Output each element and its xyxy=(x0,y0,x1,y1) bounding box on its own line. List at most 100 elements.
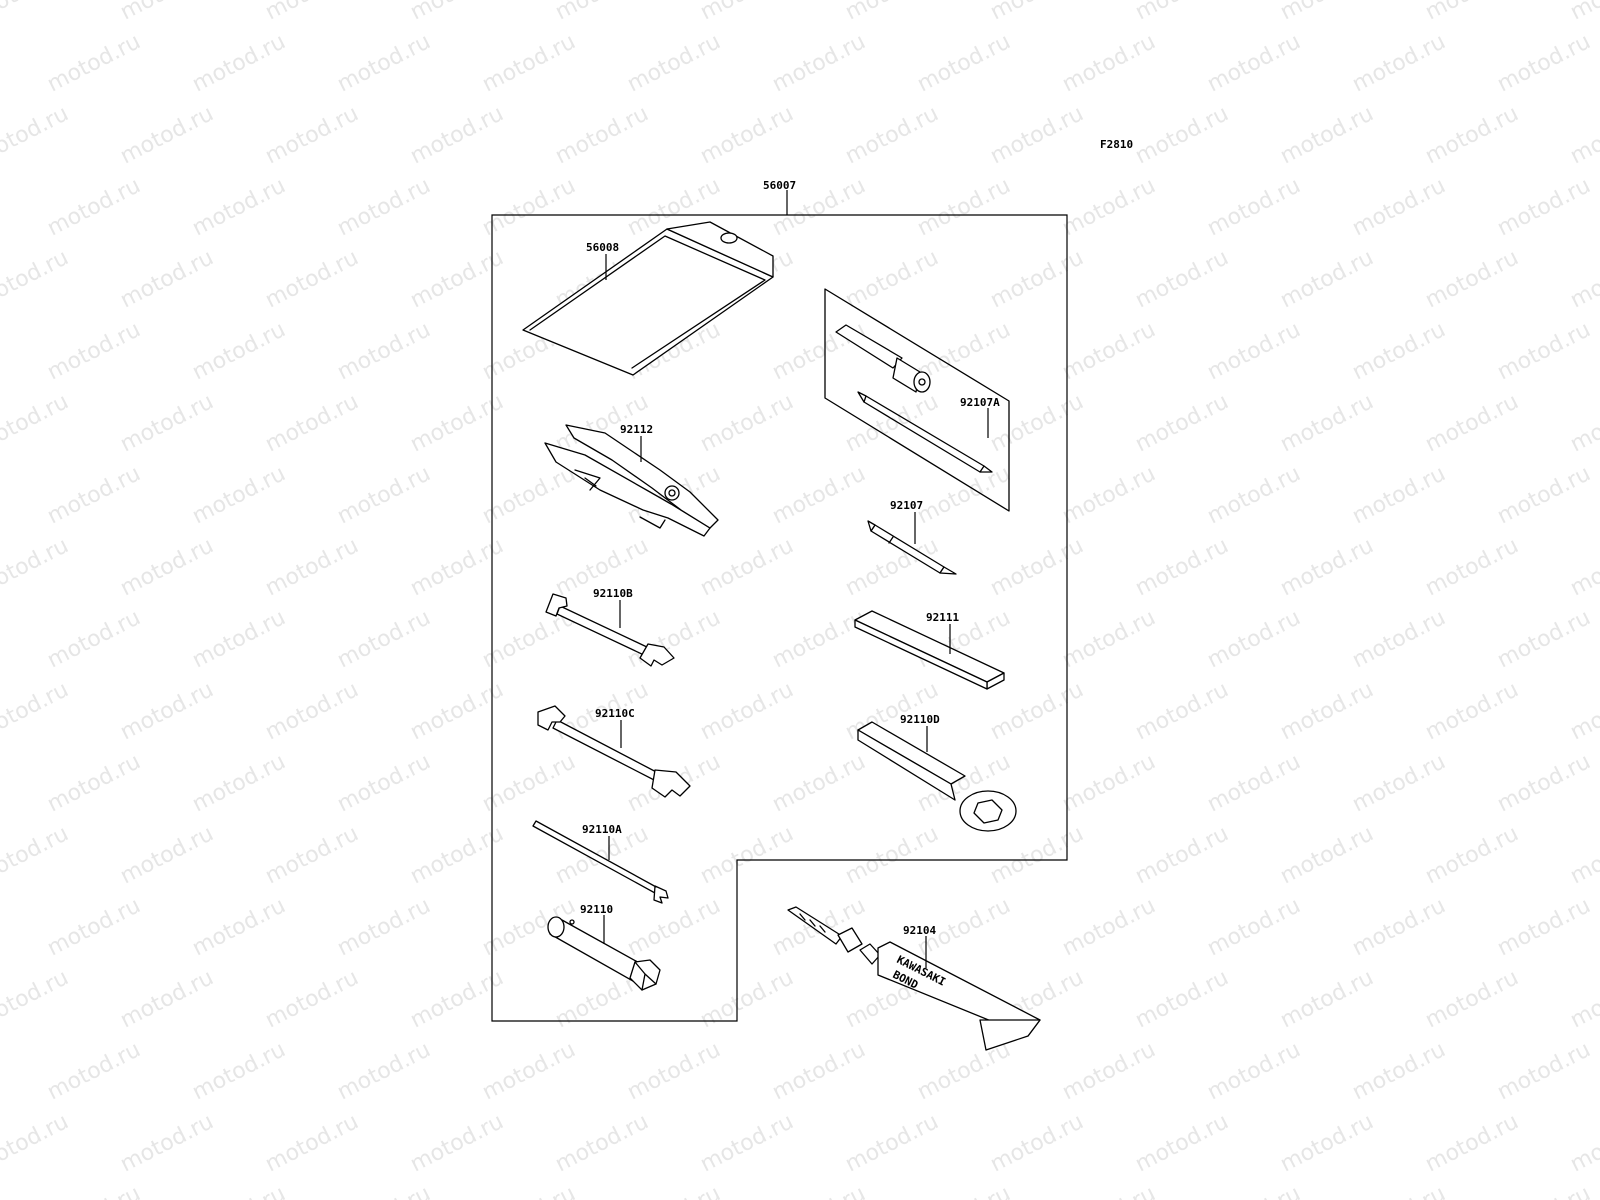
watermark-text: motod.ru xyxy=(1203,1181,1304,1200)
watermark-text: motod.ru xyxy=(768,1037,869,1105)
bond-tube: KAWASAKI BOND xyxy=(787,906,1041,1051)
label-kit[interactable]: 56007 xyxy=(763,179,796,192)
watermark-text: motod.ru xyxy=(43,1037,144,1105)
watermark-text: motod.ru xyxy=(1203,461,1304,529)
watermark-text: motod.ru xyxy=(1566,101,1600,169)
watermark-text: motod.ru xyxy=(1203,749,1304,817)
watermark-text: motod.ru xyxy=(1421,821,1522,889)
watermark-text: motod.ru xyxy=(116,245,217,313)
watermark-text: motod.ru xyxy=(1276,245,1377,313)
watermark-text: motod.ru xyxy=(43,605,144,673)
watermark-text: motod.ru xyxy=(1203,29,1304,97)
watermark-text: motod.ru xyxy=(913,1037,1014,1105)
label-bond[interactable]: 92104 xyxy=(903,924,936,937)
watermark-text: motod.ru xyxy=(1566,1109,1600,1177)
watermark-text: motod.ru xyxy=(1058,893,1159,961)
watermark-text: motod.ru xyxy=(986,677,1087,745)
watermark-text: motod.ru xyxy=(1348,1181,1449,1200)
watermark-text: motod.ru xyxy=(0,677,73,745)
watermark-text: motod.ru xyxy=(696,533,797,601)
watermark-text: motod.ru xyxy=(623,29,724,97)
watermark-text: motod.ru xyxy=(116,677,217,745)
watermark-text: motod.ru xyxy=(261,965,362,1033)
watermark-text: motod.ru xyxy=(188,29,289,97)
watermark-text: motod.ru xyxy=(333,893,434,961)
watermark-text: motod.ru xyxy=(188,461,289,529)
watermark-text: motod.ru xyxy=(1058,461,1159,529)
watermark-text: motod.ru xyxy=(188,1037,289,1105)
watermark-text: motod.ru xyxy=(261,533,362,601)
watermark-text: motod.ru xyxy=(1058,605,1159,673)
watermark-text: motod.ru xyxy=(116,0,217,25)
watermark-text: motod.ru xyxy=(478,749,579,817)
watermark-text: motod.ru xyxy=(406,1109,507,1177)
watermark-text: motod.ru xyxy=(1566,965,1600,1033)
watermark-text: motod.ru xyxy=(43,461,144,529)
label-pliers[interactable]: 92112 xyxy=(620,423,653,436)
watermark-text: motod.ru xyxy=(1348,605,1449,673)
open-end-wrench-c xyxy=(537,705,691,798)
label-box-wrench[interactable]: 92110D xyxy=(900,713,940,726)
watermark-text: motod.ru xyxy=(986,821,1087,889)
watermark-text: motod.ru xyxy=(1566,677,1600,745)
watermark-text: motod.ru xyxy=(986,389,1087,457)
watermark-text: motod.ru xyxy=(1493,29,1594,97)
watermark-text: motod.ru xyxy=(478,1181,579,1200)
watermark-text: motod.ru xyxy=(696,101,797,169)
open-end-wrench-b xyxy=(545,593,675,667)
label-bar[interactable]: 92111 xyxy=(926,611,959,624)
watermark-text: motod.ru xyxy=(1493,605,1594,673)
screwdriver-set xyxy=(824,288,1010,512)
watermark-text: motod.ru xyxy=(841,245,942,313)
watermark-text: motod.ru xyxy=(1421,1109,1522,1177)
watermark-text: motod.ru xyxy=(333,605,434,673)
watermark-text: motod.ru xyxy=(1131,245,1232,313)
label-socket[interactable]: 92110 xyxy=(580,903,613,916)
label-bag[interactable]: 56008 xyxy=(586,241,619,254)
watermark-text: motod.ru xyxy=(0,389,73,457)
watermark-text: motod.ru xyxy=(1421,245,1522,313)
watermark-text: motod.ru xyxy=(913,173,1014,241)
watermark-text: motod.ru xyxy=(0,821,73,889)
flat-bar xyxy=(854,610,1005,690)
label-wrench-c[interactable]: 92110C xyxy=(595,707,635,720)
watermark-text: motod.ru xyxy=(768,29,869,97)
watermark-text: motod.ru xyxy=(696,821,797,889)
watermark-text: motod.ru xyxy=(1058,1037,1159,1105)
watermark-text: motod.ru xyxy=(43,173,144,241)
watermark-text: motod.ru xyxy=(1058,1181,1159,1200)
label-wrench-b[interactable]: 92110B xyxy=(593,587,633,600)
watermark-text: motod.ru xyxy=(623,893,724,961)
watermark-text: motod.ru xyxy=(188,893,289,961)
label-rod[interactable]: 92110A xyxy=(582,823,622,836)
tool-bag xyxy=(522,221,774,376)
watermark-text: motod.ru xyxy=(623,1181,724,1200)
watermark-text: motod.ru xyxy=(261,245,362,313)
watermark-text: motod.ru xyxy=(0,533,73,601)
watermark-text: motod.ru xyxy=(1131,0,1232,25)
label-screwdriver-bit[interactable]: 92107 xyxy=(890,499,923,512)
watermark-text: motod.ru xyxy=(1131,101,1232,169)
watermark-text: motod.ru xyxy=(261,0,362,25)
watermark-text: motod.ru xyxy=(1348,173,1449,241)
watermark-text: motod.ru xyxy=(1421,389,1522,457)
watermark-text: motod.ru xyxy=(841,1109,942,1177)
watermark-text: motod.ru xyxy=(841,0,942,25)
watermark-text: motod.ru xyxy=(333,1181,434,1200)
watermark-text: motod.ru xyxy=(623,1037,724,1105)
figure-code: F2810 xyxy=(1100,138,1133,151)
watermark-text: motod.ru xyxy=(1131,677,1232,745)
watermark-text: motod.ru xyxy=(43,317,144,385)
watermark-text: motod.ru xyxy=(116,101,217,169)
watermark-text: motod.ru xyxy=(1348,461,1449,529)
watermark-text: motod.ru xyxy=(1421,965,1522,1033)
watermark-text: motod.ru xyxy=(696,389,797,457)
watermark-text: motod.ru xyxy=(333,1037,434,1105)
watermark-text: motod.ru xyxy=(1493,893,1594,961)
watermark-text: motod.ru xyxy=(696,965,797,1033)
label-screwdriver-set[interactable]: 92107A xyxy=(960,396,1000,409)
watermark-text: motod.ru xyxy=(1566,533,1600,601)
watermark-text: motod.ru xyxy=(986,0,1087,25)
